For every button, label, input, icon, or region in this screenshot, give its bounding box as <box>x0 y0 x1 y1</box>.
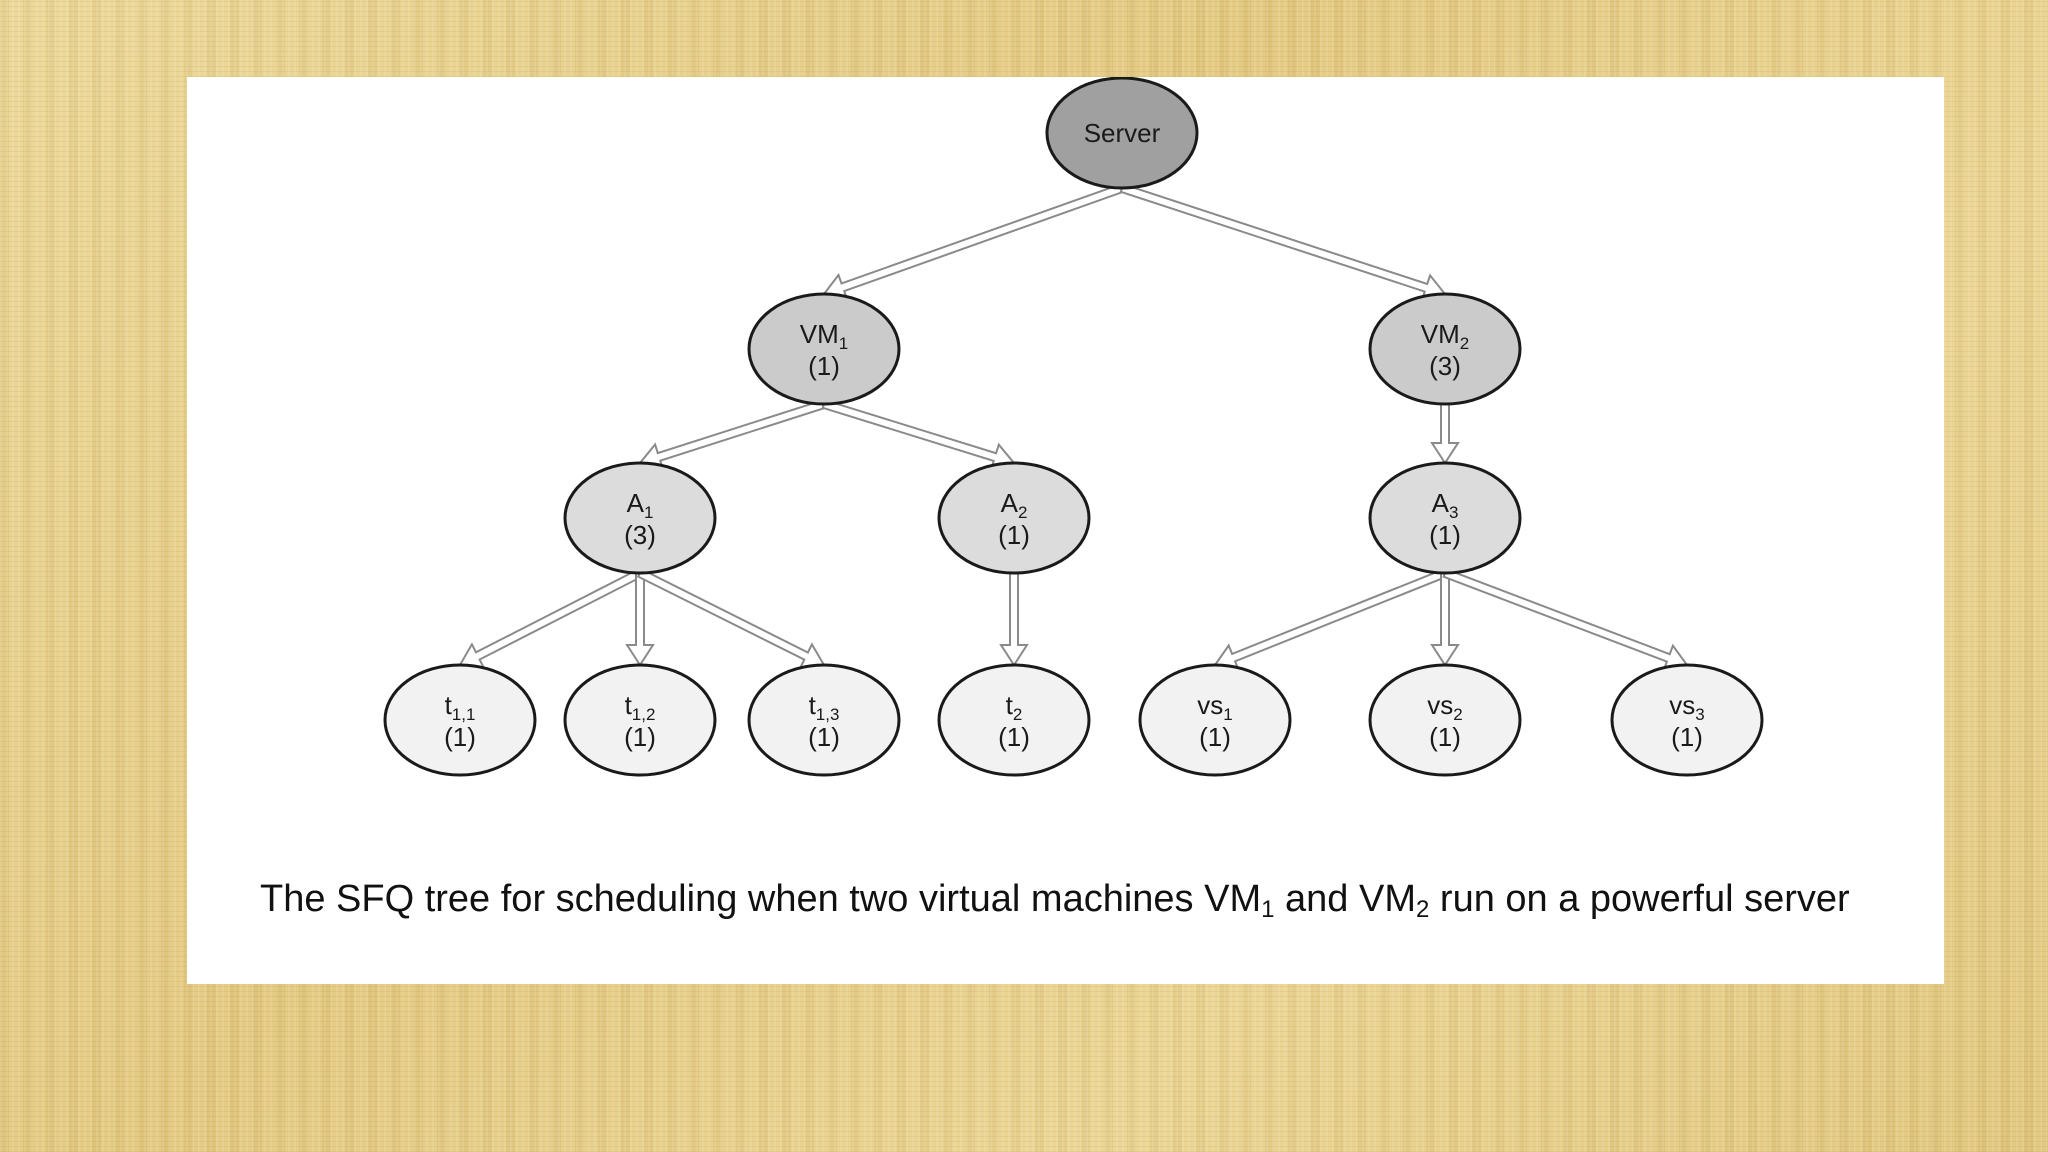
node-vm2-name: VM2 <box>1421 319 1469 353</box>
node-a2-circle <box>937 461 1091 575</box>
node-a3: A3(1) <box>1368 461 1522 575</box>
node-t13-weight: (1) <box>808 722 840 752</box>
edge-arrow-a1-t12 <box>625 572 655 667</box>
edge-arrow-server-vm1 <box>822 182 1125 301</box>
node-vs1: vs1(1) <box>1138 663 1292 777</box>
node-t13-circle <box>747 663 901 777</box>
node-t2-circle <box>937 663 1091 777</box>
node-t13-name: t1,3 <box>809 690 840 724</box>
edge-arrow-a3-vs2 <box>1430 572 1460 667</box>
edge-arrow-a1-t13 <box>636 568 826 669</box>
node-t12-weight: (1) <box>624 722 656 752</box>
node-a3-name: A3 <box>1432 488 1459 522</box>
caption-sub2: 2 <box>1416 896 1430 923</box>
node-vm2-circle <box>1368 292 1522 406</box>
node-vs3-weight: (1) <box>1671 722 1703 752</box>
node-vs3-name: vs3 <box>1669 690 1704 724</box>
node-t11: t1,1(1) <box>383 663 537 777</box>
node-vm2-weight: (3) <box>1429 351 1461 381</box>
node-vm2: VM2(3) <box>1368 292 1522 406</box>
node-t11-weight: (1) <box>444 722 476 752</box>
node-t12-name: t1,2 <box>625 690 656 724</box>
edge-arrow-a1-t11 <box>458 568 644 669</box>
figure-caption: The SFQ tree for scheduling when two vir… <box>260 877 1900 922</box>
node-vs1-weight: (1) <box>1199 722 1231 752</box>
node-a2-weight: (1) <box>998 520 1030 550</box>
node-vs2: vs2(1) <box>1368 663 1522 777</box>
node-vs2-name: vs2 <box>1427 690 1462 724</box>
node-a1-circle <box>563 461 717 575</box>
edge-arrow-a3-vs1 <box>1213 568 1448 671</box>
node-a3-circle <box>1368 461 1522 575</box>
edge-arrow-vm2-a3 <box>1430 403 1460 465</box>
node-a1: A1(3) <box>563 461 717 575</box>
node-vm1-circle <box>747 292 901 406</box>
node-a2: A2(1) <box>937 461 1091 575</box>
node-server-name: Server <box>1084 118 1161 148</box>
node-t13: t1,3(1) <box>747 663 901 777</box>
caption-sub1: 1 <box>1261 896 1275 923</box>
node-server-circle <box>1045 77 1199 190</box>
sfq-tree-diagram: ServerVM1(1)VM2(3)A1(3)A2(1)A3(1)t1,1(1)… <box>383 77 1764 777</box>
node-vs2-weight: (1) <box>1429 722 1461 752</box>
node-server: Server <box>1045 77 1199 190</box>
edge-arrow-vm1-a2 <box>821 398 1016 471</box>
node-a1-name: A1 <box>627 488 654 522</box>
node-a2-name: A2 <box>1001 488 1028 522</box>
node-vm1: VM1(1) <box>747 292 901 406</box>
node-vm1-name: VM1 <box>800 319 848 353</box>
node-t12: t1,2(1) <box>563 663 717 777</box>
node-vs3-circle <box>1610 663 1764 777</box>
node-vs2-circle <box>1368 663 1522 777</box>
node-t2-name: t2 <box>1006 690 1023 724</box>
edge-arrow-vm1-a1 <box>638 398 827 471</box>
caption-part1: The SFQ tree for scheduling when two vir… <box>260 878 1262 920</box>
node-vs1-circle <box>1138 663 1292 777</box>
node-a3-weight: (1) <box>1429 520 1461 550</box>
node-t11-name: t1,1 <box>445 690 476 724</box>
node-vs1-name: vs1 <box>1197 690 1232 724</box>
caption-part2: and VM <box>1274 878 1416 920</box>
edge-arrow-a3-vs3 <box>1442 568 1689 672</box>
node-t2-weight: (1) <box>998 722 1030 752</box>
node-vm1-weight: (1) <box>808 351 840 381</box>
node-t11-circle <box>383 663 537 777</box>
node-t2: t2(1) <box>937 663 1091 777</box>
edge-arrow-server-vm2 <box>1119 182 1447 302</box>
node-t12-circle <box>563 663 717 777</box>
edge-arrow-a2-t2 <box>999 572 1029 667</box>
caption-part3: run on a powerful server <box>1429 878 1850 920</box>
node-vs3: vs3(1) <box>1610 663 1764 777</box>
node-a1-weight: (3) <box>624 520 656 550</box>
